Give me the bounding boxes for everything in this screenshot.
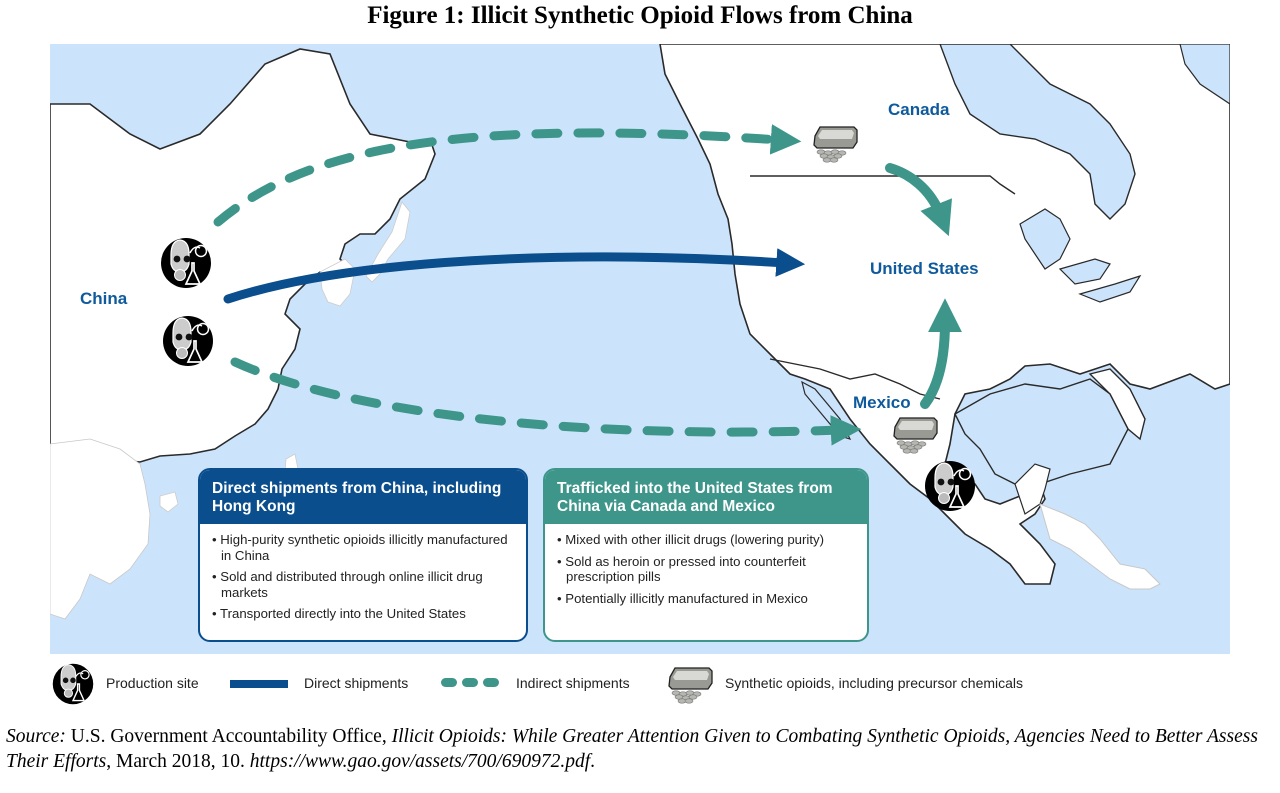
list-item: Mixed with other illicit drugs (lowering…	[557, 532, 859, 548]
list-item: Potentially illicitly manufactured in Me…	[557, 591, 859, 607]
direct-shipments-box: Direct shipments from China, including H…	[198, 468, 528, 642]
opioids-package-icon	[668, 667, 713, 704]
flow-canada-to-us	[885, 163, 952, 237]
legend-production-site-label: Production site	[106, 675, 199, 691]
indirect-shipments-title: Trafficked into the United States from C…	[545, 470, 867, 524]
source-date: , March 2018, 10.	[106, 751, 250, 772]
source-citation: Source: U.S. Government Accountability O…	[6, 724, 1276, 774]
list-item: High-purity synthetic opioids illicitly …	[212, 532, 518, 563]
flow-mexico-to-us	[920, 298, 962, 409]
legend-direct-label: Direct shipments	[304, 675, 409, 691]
source-label: Source:	[6, 726, 66, 747]
direct-shipments-title: Direct shipments from China, including H…	[200, 470, 526, 524]
label-canada: Canada	[888, 100, 950, 119]
source-title: Illicit Opioids: While Greater Attention…	[6, 726, 1258, 772]
label-china: China	[80, 289, 128, 308]
indirect-shipments-line-icon	[441, 678, 499, 687]
direct-shipments-list: High-purity synthetic opioids illicitly …	[200, 524, 526, 634]
flow-china-to-us	[223, 248, 806, 304]
map-canvas	[50, 44, 1230, 620]
legend-opioids-label: Synthetic opioids, including precursor c…	[725, 675, 1024, 691]
flow-china-to-mexico	[230, 357, 862, 446]
indirect-shipments-box: Trafficked into the United States from C…	[543, 468, 869, 642]
figure-title: Figure 1: Illicit Synthetic Opioid Flows…	[367, 2, 913, 29]
production-site-icon	[162, 315, 214, 367]
direct-shipments-line-icon	[230, 680, 288, 688]
label-mexico: Mexico	[853, 393, 911, 412]
legend-indirect-label: Indirect shipments	[516, 675, 630, 691]
list-item: Sold as heroin or pressed into counterfe…	[557, 554, 859, 585]
source-url[interactable]: https://www.gao.gov/assets/700/690972.pd…	[249, 751, 591, 772]
list-item: Sold and distributed through online illi…	[212, 569, 518, 600]
production-site-icon	[52, 663, 94, 705]
list-item: Transported directly into the United Sta…	[212, 606, 518, 622]
source-end: .	[590, 751, 596, 772]
source-org: U.S. Government Accountability Office,	[65, 726, 392, 747]
label-united-states: United States	[870, 259, 979, 278]
production-site-icon	[924, 460, 976, 512]
legend: Production site Direct shipments Indirec…	[0, 660, 1280, 708]
flow-china-to-canada	[213, 124, 802, 227]
indirect-shipments-list: Mixed with other illicit drugs (lowering…	[545, 524, 867, 618]
asia-landmass	[50, 44, 436, 620]
production-site-icon	[160, 237, 212, 289]
